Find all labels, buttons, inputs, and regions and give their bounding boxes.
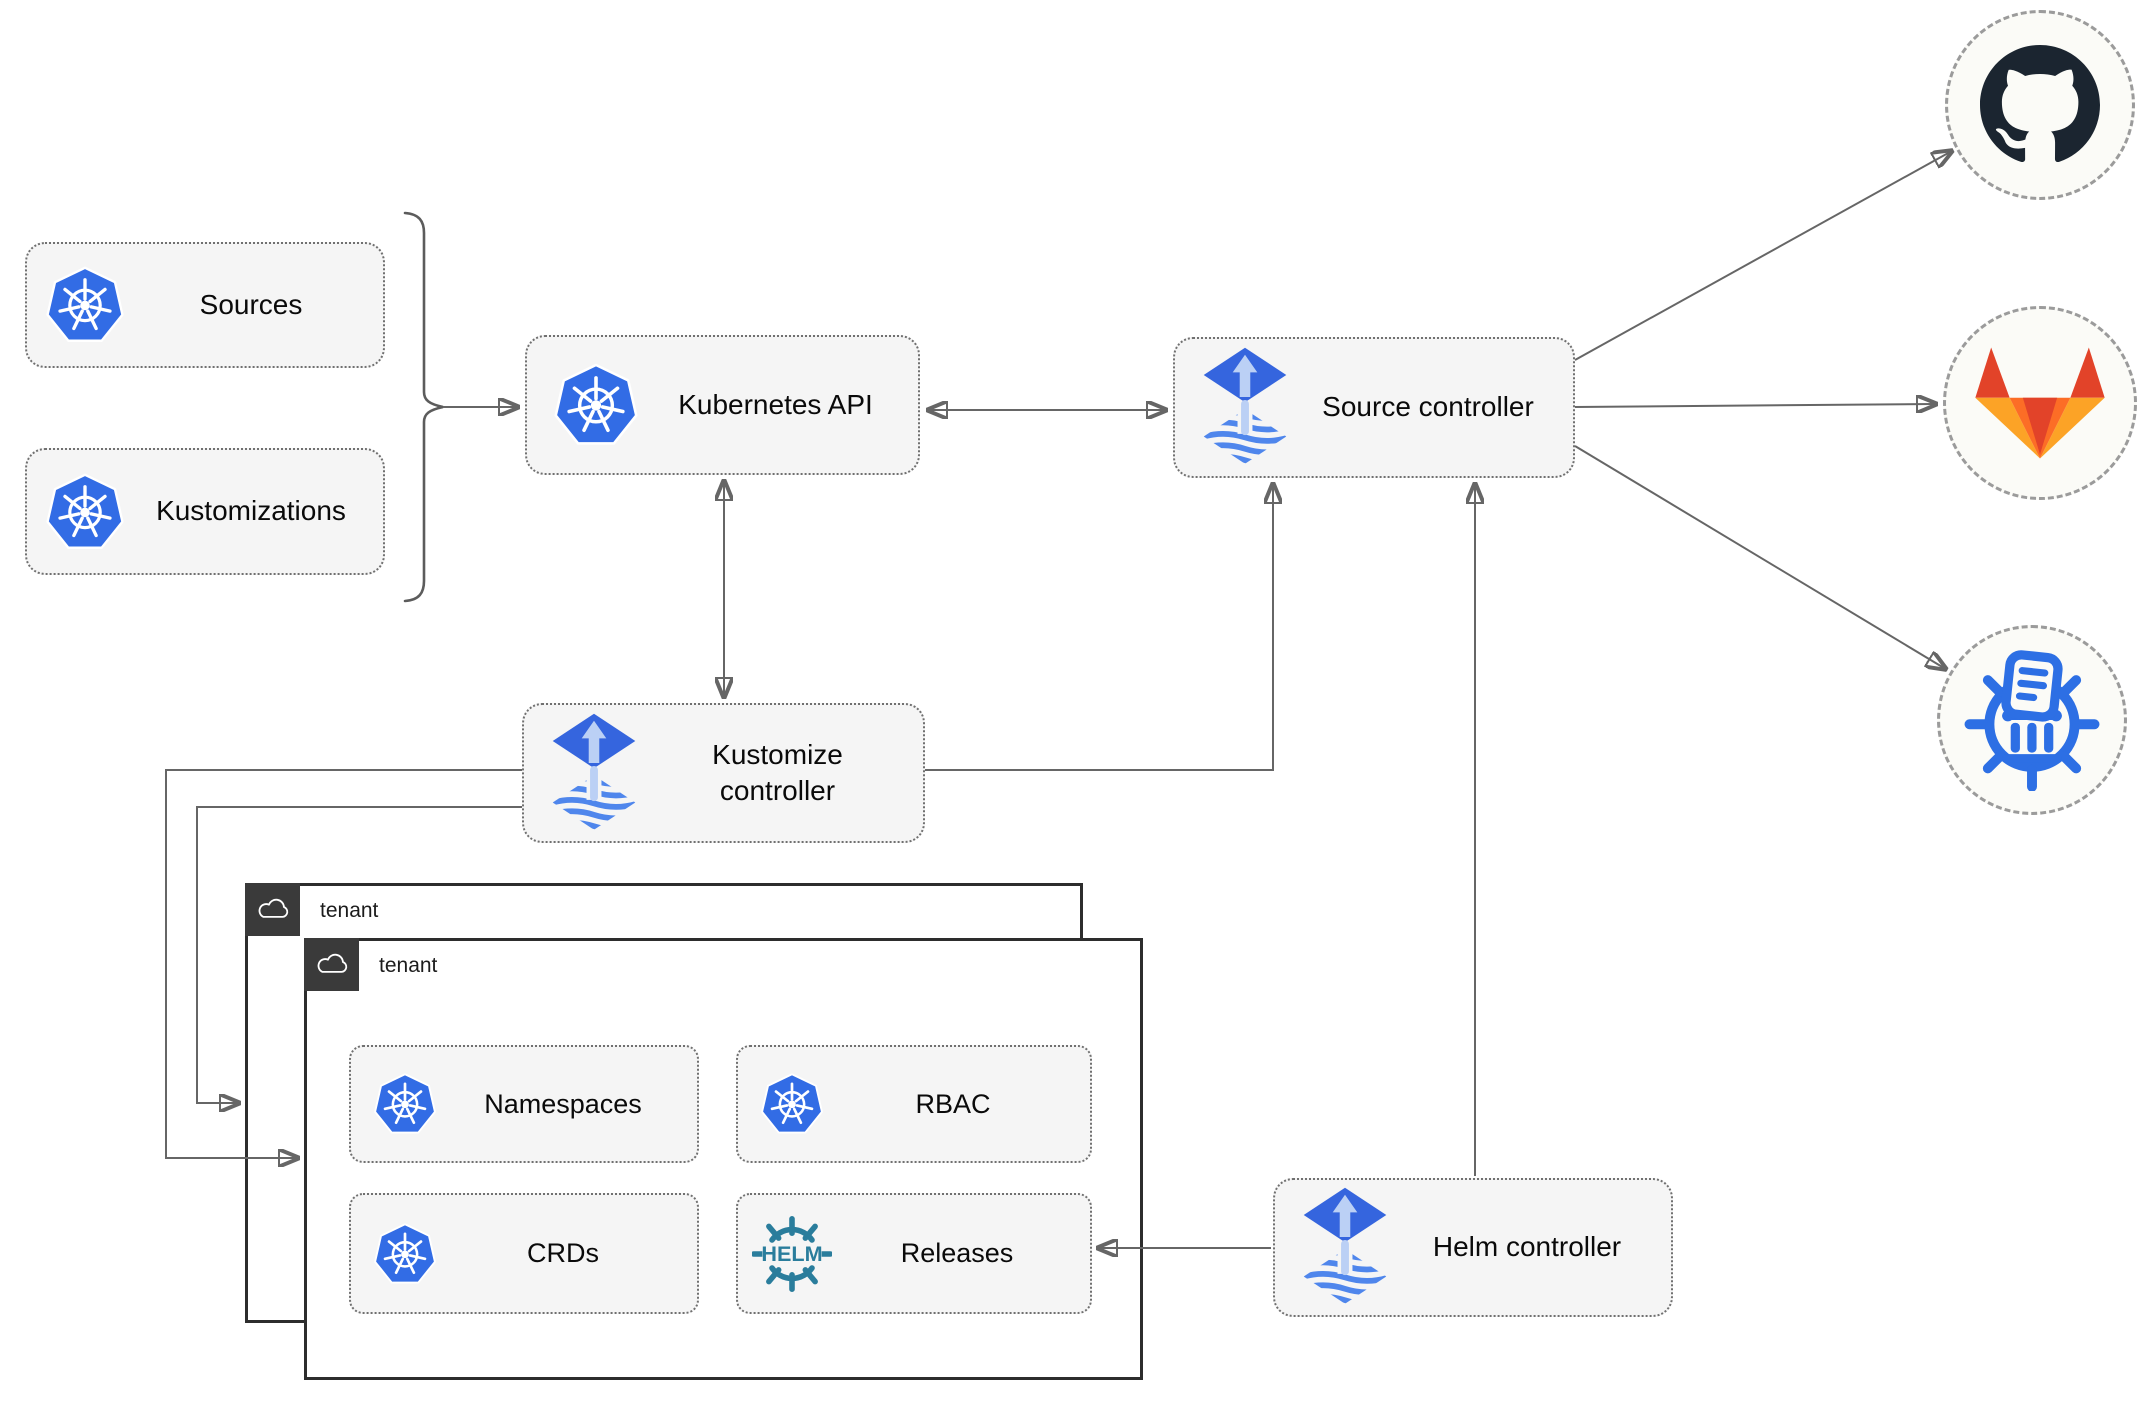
node-namespaces: Namespaces <box>349 1045 699 1163</box>
node-label: Source controller <box>1322 391 1534 423</box>
node-rbac: RBAC <box>736 1045 1092 1163</box>
node-source-controller: Source controller <box>1173 337 1575 478</box>
helm-icon <box>752 1214 832 1294</box>
node-chartmuseum <box>1937 625 2127 815</box>
node-releases: Releases <box>736 1193 1092 1314</box>
cloud-icon <box>315 952 349 978</box>
kubernetes-icon <box>760 1073 824 1135</box>
node-label: Sources <box>199 288 303 320</box>
node-gitlab <box>1943 306 2137 500</box>
kubernetes-icon <box>553 363 639 447</box>
node-kustomize-controller: Kustomize controller <box>522 703 925 843</box>
node-label: Kustomize controller <box>712 738 843 806</box>
node-kubernetes-api: Kubernetes API <box>525 335 920 475</box>
node-label: Releases <box>900 1238 1014 1268</box>
chartmuseum-icon <box>1961 649 2103 791</box>
node-kustomizations: Kustomizations <box>25 448 385 575</box>
kubernetes-icon <box>373 1223 437 1285</box>
edge-brace <box>403 211 444 603</box>
flux-icon <box>1201 346 1289 469</box>
edge-source-to-gitlab <box>1574 404 1934 407</box>
tenant-label: tenant <box>379 954 438 977</box>
tenant-tag <box>304 938 359 991</box>
flux-icon <box>1301 1186 1389 1309</box>
tenant-label: tenant <box>320 899 379 922</box>
flux-icon <box>550 712 638 835</box>
node-label: Helm controller <box>1432 1231 1622 1263</box>
edge-source-to-chartmuseum <box>1574 445 1944 668</box>
gitlab-icon <box>1974 342 2106 464</box>
edge-kustomize-to-source <box>925 486 1273 771</box>
node-crds: CRDs <box>349 1193 699 1314</box>
node-label: RBAC <box>915 1088 991 1119</box>
cloud-icon <box>256 897 290 923</box>
node-helm-controller: Helm controller <box>1273 1178 1673 1317</box>
tenant-tag <box>245 883 300 936</box>
tenant-box-front: tenant Namespaces RBAC CRDs Releases <box>304 938 1143 1380</box>
kubernetes-icon <box>373 1073 437 1135</box>
node-label: Kustomizations <box>156 495 346 527</box>
github-icon <box>1980 45 2100 165</box>
kubernetes-icon <box>45 266 125 344</box>
node-github <box>1945 10 2135 200</box>
node-label: Kubernetes API <box>678 388 873 420</box>
node-sources: Sources <box>25 242 385 368</box>
node-label: CRDs <box>527 1238 599 1268</box>
node-label: Namespaces <box>484 1088 642 1119</box>
edge-source-to-github <box>1574 152 1950 361</box>
kubernetes-icon <box>45 473 125 551</box>
